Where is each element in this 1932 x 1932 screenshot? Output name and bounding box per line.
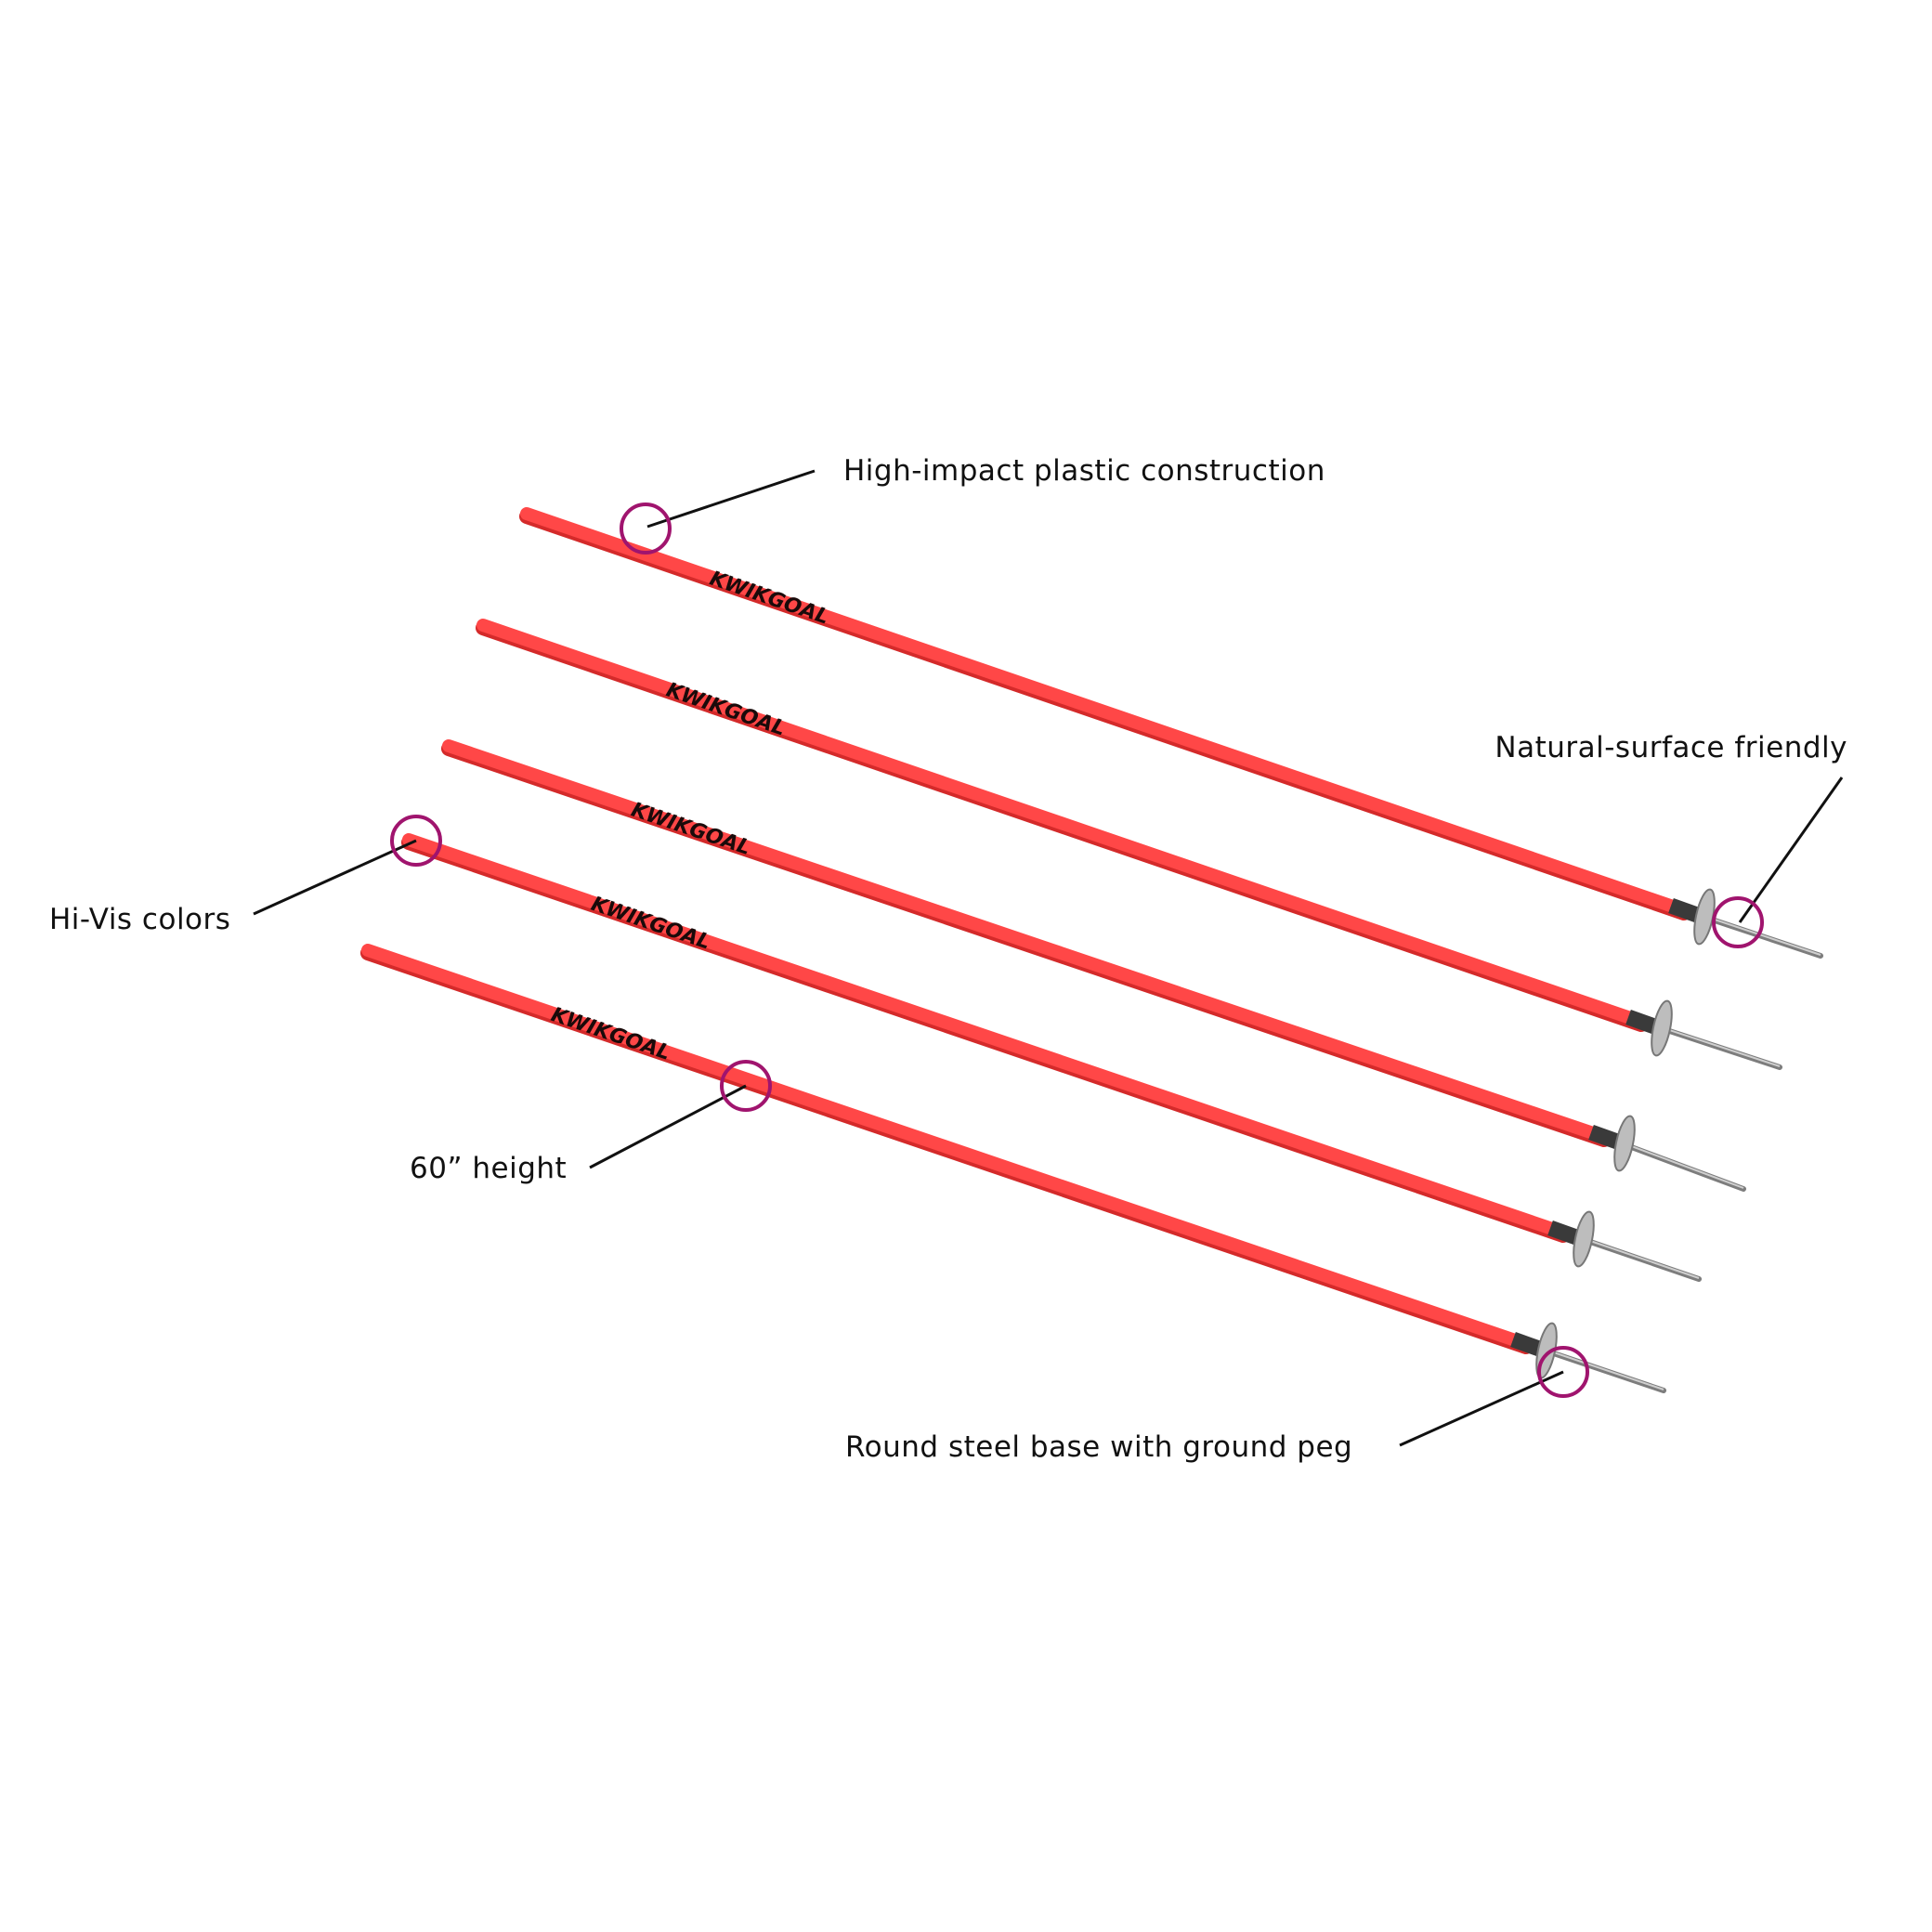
pole-tube xyxy=(402,833,1570,1239)
steel-collar xyxy=(1625,1009,1657,1035)
callout-label-natural: Natural-surface friendly xyxy=(1495,731,1847,764)
pole-tube xyxy=(361,944,1533,1351)
callout-label-height: 60” height xyxy=(410,1152,568,1185)
callout-circle-height xyxy=(720,1060,772,1112)
callout-circle-base xyxy=(1537,1346,1589,1398)
pole-2: KWIKGOAL xyxy=(476,619,1782,1070)
pole-tube xyxy=(520,507,1690,917)
kwikgoal-logo: KWIKGOAL xyxy=(663,679,789,741)
callout-label-hivis: Hi-Vis colors xyxy=(49,903,231,936)
kwikgoal-logo: KWIKGOAL xyxy=(628,799,753,861)
steel-collar xyxy=(1588,1124,1620,1150)
steel-base-disc xyxy=(1651,999,1673,1057)
callout-label-base: Round steel base with ground peg xyxy=(845,1430,1353,1464)
steel-base-disc xyxy=(1613,1115,1636,1172)
pole-3: KWIKGOAL xyxy=(441,739,1746,1192)
steel-collar xyxy=(1547,1220,1579,1246)
callout-circle-plastic xyxy=(620,503,672,555)
leader-line-base xyxy=(1399,1370,1564,1447)
kwikgoal-logo: KWIKGOAL xyxy=(707,568,832,630)
leader-line-hivis xyxy=(253,839,417,916)
pole-tube xyxy=(476,619,1648,1028)
kwikgoal-logo: KWIKGOAL xyxy=(588,893,713,955)
leader-line-plastic xyxy=(646,469,816,529)
leader-line-height xyxy=(589,1084,747,1169)
callout-label-plastic: High-impact plastic construction xyxy=(843,454,1325,488)
leader-line-natural xyxy=(1738,777,1844,923)
steel-base-disc xyxy=(1573,1210,1595,1268)
kwikgoal-logo: KWIKGOAL xyxy=(548,1003,673,1065)
callout-circle-natural xyxy=(1712,896,1764,948)
steel-collar xyxy=(1510,1331,1542,1357)
callout-circle-hivis xyxy=(390,815,442,867)
pole-tube xyxy=(442,739,1611,1143)
pole-4: KWIKGOAL xyxy=(401,833,1702,1282)
steel-collar xyxy=(1668,897,1700,923)
